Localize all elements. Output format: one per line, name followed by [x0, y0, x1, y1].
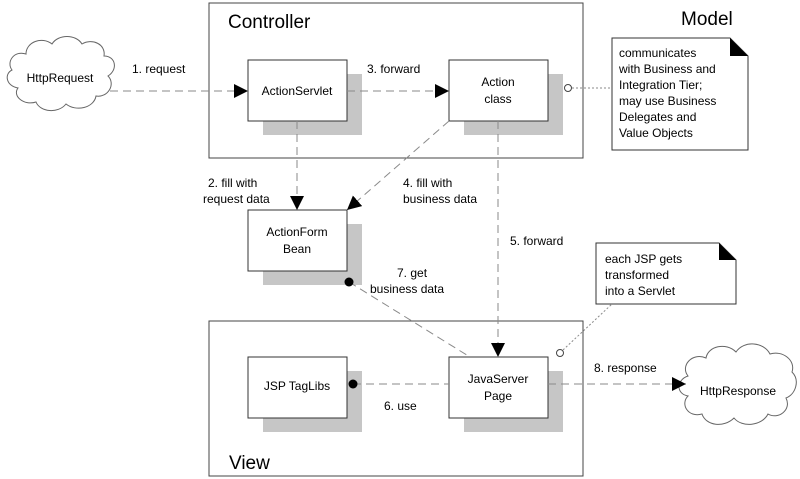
view-frame-title: View	[229, 453, 270, 474]
jsp-note: each JSP gets transformed into a Servlet	[595, 242, 737, 305]
jsp-note-line-3: into a Servlet	[605, 284, 676, 298]
javaserver-page-label-line-2: Page	[484, 389, 512, 403]
model-note-line-1: communicates	[619, 46, 696, 60]
model-note-line-5: Delegates and	[619, 110, 696, 124]
edge-label-get-business-line-1: 7. get	[397, 266, 428, 280]
edge-get-business-data-end	[344, 277, 354, 287]
controller-frame-title: Controller	[228, 12, 311, 33]
edge-label-get-business-line-2: business data	[370, 282, 444, 296]
http-request-label: HttpRequest	[27, 71, 94, 85]
edge-get-business-data	[348, 281, 471, 358]
model-note-line-2: with Business and	[618, 62, 716, 76]
model-title: Model	[681, 9, 733, 30]
http-response-label: HttpResponse	[700, 384, 776, 398]
javaserver-page-box: JavaServer Page	[448, 356, 549, 419]
edge-label-forward-action: 3. forward	[367, 62, 420, 76]
model-note: communicates with Business and Integrati…	[611, 37, 749, 151]
jsp-note-line-2: transformed	[605, 268, 669, 282]
action-class-label-line-2: class	[484, 92, 511, 106]
action-class-box: Action class	[448, 59, 549, 122]
actionform-bean-label-line-2: Bean	[283, 242, 311, 256]
edge-label-use: 6. use	[384, 399, 417, 413]
jsp-note-connector-end	[556, 349, 564, 357]
edge-fill-business-data	[346, 120, 450, 211]
edge-label-fill-request-line-2: request data	[203, 192, 270, 206]
jsp-taglibs-label: JSP TagLibs	[264, 379, 330, 393]
edge-label-forward-jsp: 5. forward	[510, 234, 563, 248]
edge-use-end	[348, 379, 358, 389]
http-response-cloud: HttpResponse	[678, 343, 797, 425]
edge-label-request: 1. request	[132, 62, 186, 76]
model-note-line-6: Value Objects	[619, 126, 693, 140]
action-servlet-box: ActionServlet	[247, 59, 348, 122]
edge-label-fill-business-line-1: 4. fill with	[403, 176, 452, 190]
action-servlet-label: ActionServlet	[262, 84, 333, 98]
edge-label-response: 8. response	[594, 361, 657, 375]
edge-label-fill-business-line-2: business data	[403, 192, 477, 206]
edge-label-fill-request-line-1: 2. fill with	[208, 176, 257, 190]
http-request-cloud: HttpRequest	[6, 36, 115, 111]
jsp-note-line-1: each JSP gets	[605, 252, 682, 266]
controller-frame	[208, 2, 584, 159]
jsp-taglibs-box: JSP TagLibs	[247, 356, 348, 419]
actionform-bean-box: ActionForm Bean	[247, 209, 348, 272]
jsp-note-connector	[562, 303, 613, 351]
model-note-line-4: may use Business	[619, 94, 716, 108]
view-frame	[208, 320, 584, 477]
actionform-bean-label-line-1: ActionForm	[266, 225, 327, 239]
model-note-connector-end	[564, 84, 572, 92]
model-note-line-3: Integration Tier;	[619, 78, 702, 92]
javaserver-page-label-line-1: JavaServer	[468, 372, 529, 386]
action-class-label-line-1: Action	[481, 75, 514, 89]
